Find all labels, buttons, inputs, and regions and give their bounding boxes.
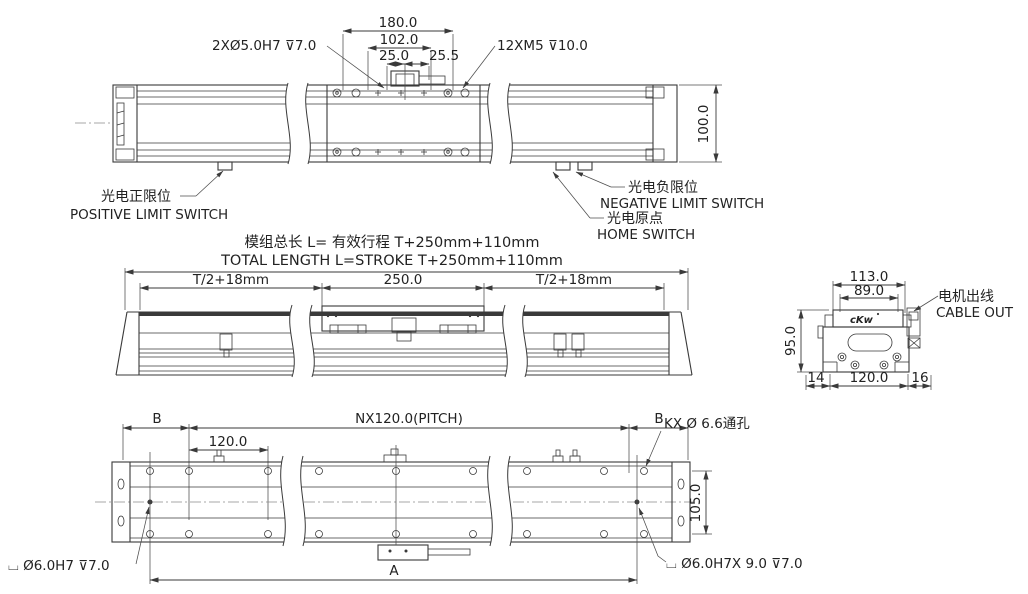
cbore-left-callout-group: ⌴ Ø6.0H7 ⊽7.0 <box>8 506 150 574</box>
front-view-body <box>115 311 693 376</box>
front-title-cn: 模组总长 L= 有效行程 T+250mm+110mm <box>244 234 539 251</box>
side-dim-89-group: 89.0 <box>839 283 899 312</box>
dim-120-pitch: 120.0 <box>209 434 248 450</box>
label-negative-limit-cn: 光电负限位 <box>628 180 698 196</box>
brand-logo: cKw <box>850 315 874 326</box>
dim-89: 89.0 <box>854 283 884 299</box>
callout-cbore-left: ⌴ Ø6.0H7 ⊽7.0 <box>8 558 110 574</box>
dim-b-left: B <box>152 411 161 427</box>
side-bottom-dims: 14 120.0 16 <box>805 370 932 390</box>
top-view-carriage <box>326 64 481 162</box>
dim-a-group: A <box>149 563 638 583</box>
cable-out-label-group: 电机出线 CABLE OUT <box>913 289 1014 321</box>
dim-t2-left: T/2+18mm <box>192 272 269 288</box>
dim-95: 95.0 <box>783 326 799 356</box>
label-positive-limit-en: POSITIVE LIMIT SWITCH <box>70 207 228 223</box>
bottom-view-tabs <box>213 448 581 463</box>
dim-102: 102.0 <box>380 32 419 48</box>
bottom-hole-rows <box>146 467 648 538</box>
hole-row-top <box>146 467 648 475</box>
front-view-carriage <box>321 305 485 342</box>
bottom-dims-top: B NX120.0(PITCH) B 120.0 <box>122 411 689 520</box>
callout-dowel-group: 2XØ5.0H7 ⊽7.0 <box>212 38 385 89</box>
side-view: 113.0 89.0 cKw <box>783 269 1014 390</box>
callout-cbore-right: ⌴ Ø6.0H7X 9.0 ⊽7.0 <box>666 556 803 572</box>
carriage-holes-top <box>332 88 470 98</box>
dim-t2-right: T/2+18mm <box>535 272 612 288</box>
dim-113: 113.0 <box>850 269 889 285</box>
dim-25-group: 25.0 25.5 <box>379 48 459 90</box>
bottom-connector <box>377 544 471 561</box>
side-dim-95-group: 95.0 <box>783 309 829 373</box>
top-view-body <box>75 84 678 163</box>
dim-a: A <box>389 563 399 579</box>
cbore-right-callout-group: ⌴ Ø6.0H7X 9.0 ⊽7.0 <box>638 507 803 572</box>
label-home-switch-cn: 光电原点 <box>607 211 663 227</box>
label-cable-out-cn: 电机出线 <box>938 289 994 305</box>
carriage-holes-bottom <box>332 147 470 157</box>
dim-100: 100.0 <box>696 105 712 144</box>
through-hole-callout-group: KX Ø 6.6通孔 <box>645 416 750 467</box>
front-dims: T/2+18mm 250.0 T/2+18mm <box>139 272 665 310</box>
dim-250: 250.0 <box>384 272 423 288</box>
dim-pitch: NX120.0(PITCH) <box>355 411 463 427</box>
label-home-switch-en: HOME SWITCH <box>597 227 695 243</box>
dim-25-0: 25.0 <box>379 48 409 64</box>
label-positive-limit-cn: 光电正限位 <box>101 189 171 205</box>
dim-b-right: B <box>654 411 663 427</box>
side-view-body: cKw <box>817 307 921 373</box>
front-view: 模组总长 L= 有效行程 T+250mm+110mm TOTAL LENGTH … <box>115 234 693 378</box>
dim-100-group: 100.0 <box>679 84 722 163</box>
callout-tap-group: 12XM5 ⊽10.0 <box>462 38 588 89</box>
top-view-sensors <box>217 161 593 171</box>
negative-limit-label-group: 光电负限位 NEGATIVE LIMIT SWITCH <box>575 171 764 212</box>
dim-105: 105.0 <box>688 484 704 523</box>
dim-105-group: 105.0 <box>688 470 712 535</box>
hole-row-bottom <box>146 530 648 538</box>
home-switch-label-group: 光电原点 HOME SWITCH <box>552 171 695 243</box>
front-total-length-line <box>124 268 689 310</box>
bottom-view: B NX120.0(PITCH) B 120.0 KX Ø 6.6通孔 <box>8 411 803 584</box>
dim-16: 16 <box>911 370 928 386</box>
dim-14: 14 <box>807 370 824 386</box>
callout-tapped-holes: 12XM5 ⊽10.0 <box>497 38 588 54</box>
label-cable-out-en: CABLE OUT <box>936 305 1014 321</box>
callout-dowel-holes: 2XØ5.0H7 ⊽7.0 <box>212 38 316 54</box>
dim-180: 180.0 <box>379 15 418 31</box>
logo-dot-icon <box>876 312 880 316</box>
dim-120-base: 120.0 <box>850 370 889 386</box>
side-dim-113-group: 113.0 <box>832 269 906 313</box>
front-view-sensors <box>219 333 585 358</box>
dim-25-5: 25.5 <box>429 48 459 64</box>
label-negative-limit-en: NEGATIVE LIMIT SWITCH <box>600 196 764 212</box>
dim-102-group: 102.0 <box>367 32 432 90</box>
dim-180-group: 180.0 <box>342 15 454 90</box>
top-view: 180.0 102.0 25.0 25.5 2XØ5.0H7 ⊽7.0 12XM… <box>70 15 764 243</box>
callout-through-holes: KX Ø 6.6通孔 <box>664 416 750 432</box>
positive-limit-label-group: 光电正限位 POSITIVE LIMIT SWITCH <box>70 170 228 223</box>
front-title-en: TOTAL LENGTH L=STROKE T+250mm+110mm <box>220 253 563 269</box>
